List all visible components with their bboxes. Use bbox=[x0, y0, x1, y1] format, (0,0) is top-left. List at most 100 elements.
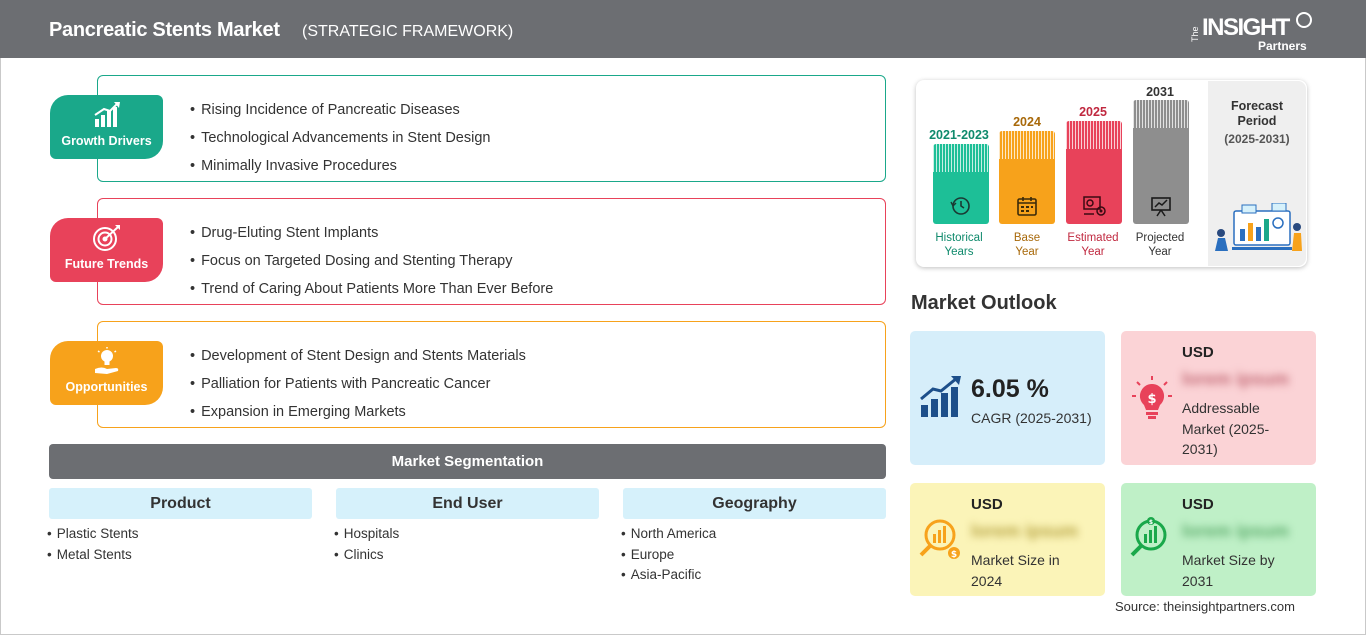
estimated-pillar bbox=[1066, 121, 1122, 224]
list-item: Europe bbox=[621, 545, 716, 566]
size-2031-currency: USD bbox=[1182, 496, 1214, 513]
size-2024-label-line1: Market Size in bbox=[971, 552, 1060, 568]
cagr-value: 6.05 % bbox=[971, 375, 1049, 403]
list-item: Drug-Eluting Stent Implants bbox=[190, 219, 553, 247]
growth-drivers-list: Rising Incidence of Pancreatic Diseases … bbox=[190, 96, 490, 180]
list-item: North America bbox=[621, 524, 717, 545]
addressable-label: Addressable Market (2025- 2031) bbox=[1182, 398, 1269, 460]
addressable-label-line2: Market (2025- bbox=[1182, 420, 1270, 437]
page-subtitle: (STRATEGIC FRAMEWORK) bbox=[302, 23, 514, 40]
list-item: Hospitals bbox=[334, 524, 400, 545]
future-trends-box: Drug-Eluting Stent Implants Focus on Tar… bbox=[97, 198, 886, 305]
addressable-value: lorem ipsum bbox=[1182, 369, 1290, 389]
future-trends-badge: Future Trends bbox=[50, 218, 163, 282]
base-pillar bbox=[999, 131, 1055, 224]
segment-list-end-user: Hospitals Clinics bbox=[334, 524, 400, 566]
segment-list-product: Plastic Stents Metal Stents bbox=[47, 524, 139, 565]
year-projected: 2031 bbox=[1146, 85, 1174, 99]
list-item: Focus on Targeted Dosing and Stenting Th… bbox=[190, 247, 553, 275]
segment-head-end-user: End User bbox=[336, 488, 599, 519]
addressable-label-line1: Addressable bbox=[1182, 400, 1260, 416]
growth-chart-icon bbox=[94, 102, 120, 127]
growth-drivers-badge: Growth Drivers bbox=[50, 95, 163, 159]
page-title: Pancreatic Stents Market bbox=[49, 19, 280, 41]
opportunities-badge: Opportunities bbox=[50, 341, 163, 405]
forecast-range: (2025-2031) bbox=[1224, 132, 1290, 146]
projected-pillar bbox=[1133, 100, 1189, 224]
period-label: Period bbox=[1237, 114, 1277, 128]
history-clock-icon bbox=[950, 197, 970, 215]
lightbulb-hand-icon bbox=[95, 347, 119, 374]
market-segmentation-bar: Market Segmentation bbox=[49, 444, 886, 479]
market-size-2031-card: $ USD lorem ipsum Market Size by 2031 bbox=[1121, 483, 1316, 596]
list-item: Trend of Caring About Patients More Than… bbox=[190, 275, 553, 303]
forecast-line1: Forecast Period bbox=[1208, 99, 1306, 129]
list-item: Metal Stents bbox=[47, 545, 139, 566]
size-2031-label-line2: 2031 bbox=[1182, 572, 1214, 589]
svg-text:$: $ bbox=[1149, 519, 1153, 526]
estimate-gears-icon bbox=[1083, 196, 1106, 216]
caption-base-line2: Year bbox=[1015, 246, 1039, 258]
year-historical: 2021-2023 bbox=[929, 128, 989, 142]
caption-projected-line2: Year bbox=[1148, 246, 1172, 258]
future-trends-list: Drug-Eluting Stent Implants Focus on Tar… bbox=[190, 219, 553, 303]
caption-estimated-line2: Year bbox=[1081, 246, 1105, 258]
caption-base: Base Year bbox=[987, 231, 1067, 259]
caption-projected-line1: Projected bbox=[1135, 232, 1185, 244]
segment-head-geography: Geography bbox=[623, 488, 886, 519]
size-2024-currency: USD bbox=[971, 496, 1003, 513]
size-2031-label-line1: Market Size by bbox=[1182, 552, 1275, 568]
cagr-label: CAGR (2025-2031) bbox=[971, 410, 1092, 426]
list-item: Asia-Pacific bbox=[621, 565, 716, 586]
caption-base-line1: Base bbox=[1013, 232, 1041, 244]
cagr-card: 6.05 % CAGR (2025-2031) bbox=[910, 331, 1105, 465]
opportunities-label: Opportunities bbox=[65, 380, 148, 394]
dollar-bulb-icon: $ bbox=[1132, 376, 1172, 419]
insight-partners-logo[interactable]: The INSIGHT Partners bbox=[1190, 12, 1312, 54]
list-item: Rising Incidence of Pancreatic Diseases bbox=[190, 96, 490, 124]
opportunities-list: Development of Stent Design and Stents M… bbox=[190, 342, 526, 426]
addressable-currency: USD bbox=[1182, 344, 1214, 361]
list-item: Clinics bbox=[334, 545, 399, 566]
size-2031-label: Market Size by 2031 bbox=[1182, 550, 1275, 591]
list-item: Palliation for Patients with Pancreatic … bbox=[190, 370, 526, 398]
forecast-period-panel: Forecast Period (2025-2031) bbox=[1208, 81, 1306, 266]
source-credit[interactable]: Source: theinsightpartners.com bbox=[1115, 599, 1295, 614]
caption-estimated: Estimated Year bbox=[1053, 231, 1133, 259]
growth-drivers-box: Rising Incidence of Pancreatic Diseases … bbox=[97, 75, 886, 182]
svg-text:$: $ bbox=[951, 550, 957, 560]
segment-list-geography: North America Europe Asia-Pacific bbox=[621, 524, 717, 586]
caption-historical-line2: Years bbox=[944, 246, 974, 258]
target-icon bbox=[93, 225, 120, 251]
segment-head-product: Product bbox=[49, 488, 312, 519]
size-2031-value: lorem ipsum bbox=[1182, 521, 1290, 541]
logo-the: The bbox=[1190, 26, 1200, 42]
size-2024-label: Market Size in 2024 bbox=[971, 550, 1060, 591]
year-base: 2024 bbox=[1013, 115, 1041, 129]
forecast-label: Forecast bbox=[1230, 99, 1284, 113]
analytics-team-icon bbox=[1215, 203, 1302, 251]
historical-pillar bbox=[933, 144, 989, 224]
list-item: Technological Advancements in Stent Desi… bbox=[190, 124, 490, 152]
dollar-chart-magnifier-icon: $ bbox=[919, 519, 960, 560]
header-bar: Pancreatic Stents Market (STRATEGIC FRAM… bbox=[0, 0, 1366, 58]
addressable-market-card: $ USD lorem ipsum Addressable Market (20… bbox=[1121, 331, 1316, 465]
list-item: Development of Stent Design and Stents M… bbox=[190, 342, 526, 370]
logo-partners: Partners bbox=[1258, 39, 1307, 53]
opportunities-box: Development of Stent Design and Stents M… bbox=[97, 321, 886, 428]
size-2024-label-line2: 2024 bbox=[971, 572, 1003, 589]
growth-bars-icon bbox=[920, 376, 961, 417]
calendar-icon bbox=[1017, 197, 1037, 216]
growth-drivers-label: Growth Drivers bbox=[61, 134, 152, 148]
list-item: Minimally Invasive Procedures bbox=[190, 152, 490, 180]
list-item: Plastic Stents bbox=[47, 524, 139, 545]
logo-ring-icon bbox=[1296, 12, 1312, 28]
caption-estimated-line1: Estimated bbox=[1067, 232, 1119, 244]
svg-text:$: $ bbox=[1147, 392, 1156, 407]
presentation-board-icon bbox=[1151, 197, 1171, 217]
caption-projected: Projected Year bbox=[1120, 231, 1200, 259]
future-trends-label: Future Trends bbox=[64, 257, 149, 271]
caption-historical-line1: Historical bbox=[935, 232, 983, 244]
caption-historical: Historical Years bbox=[919, 231, 999, 259]
market-outlook-title: Market Outlook bbox=[911, 292, 1057, 314]
